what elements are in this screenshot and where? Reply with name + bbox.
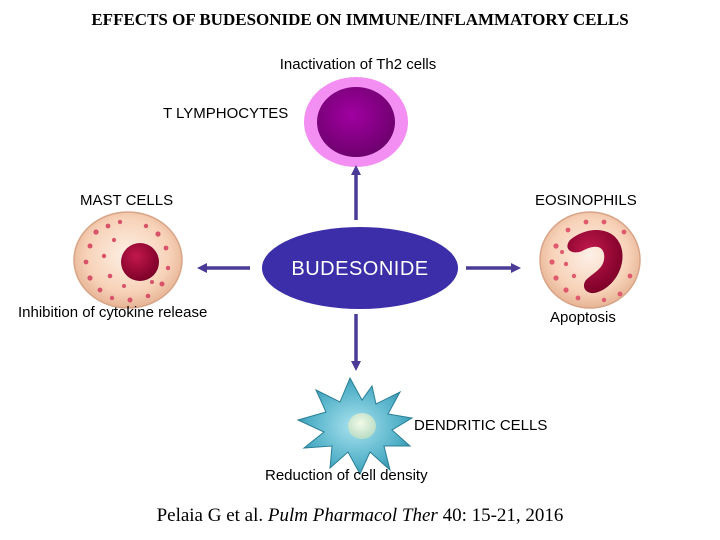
mast-cell: [73, 211, 183, 309]
label-eosinophils: EOSINOPHILS: [535, 192, 637, 209]
label-th2-inactivation: Inactivation of Th2 cells: [279, 56, 437, 73]
label-mast-cells: MAST CELLS: [80, 192, 174, 209]
label-cell-density-reduction: Reduction of cell density: [265, 467, 428, 484]
label-cytokine-inhibition: Inhibition of cytokine release: [18, 304, 208, 321]
slide-title: EFFECTS OF BUDESONIDE ON IMMUNE/INFLAMMA…: [91, 10, 629, 29]
label-t-lymphocytes: T LYMPHOCYTES: [163, 105, 289, 122]
citation: Pelaia G et al. Pulm Pharmacol Ther 40: …: [0, 505, 720, 527]
citation-authors: Pelaia G et al.: [156, 505, 264, 526]
label-apoptosis: Apoptosis: [550, 309, 616, 326]
label-dendritic-cells: DENDRITIC CELLS: [414, 417, 548, 434]
t-lymphocyte-cell: [304, 77, 408, 167]
budesonide-label: BUDESONIDE: [291, 258, 429, 280]
dendritic-cell: [296, 376, 414, 476]
eosinophil-cell: [539, 211, 641, 309]
budesonide-hub: [262, 227, 458, 309]
citation-reference: 40: 15-21, 2016: [442, 505, 564, 526]
citation-journal: Pulm Pharmacol Ther: [267, 505, 438, 526]
